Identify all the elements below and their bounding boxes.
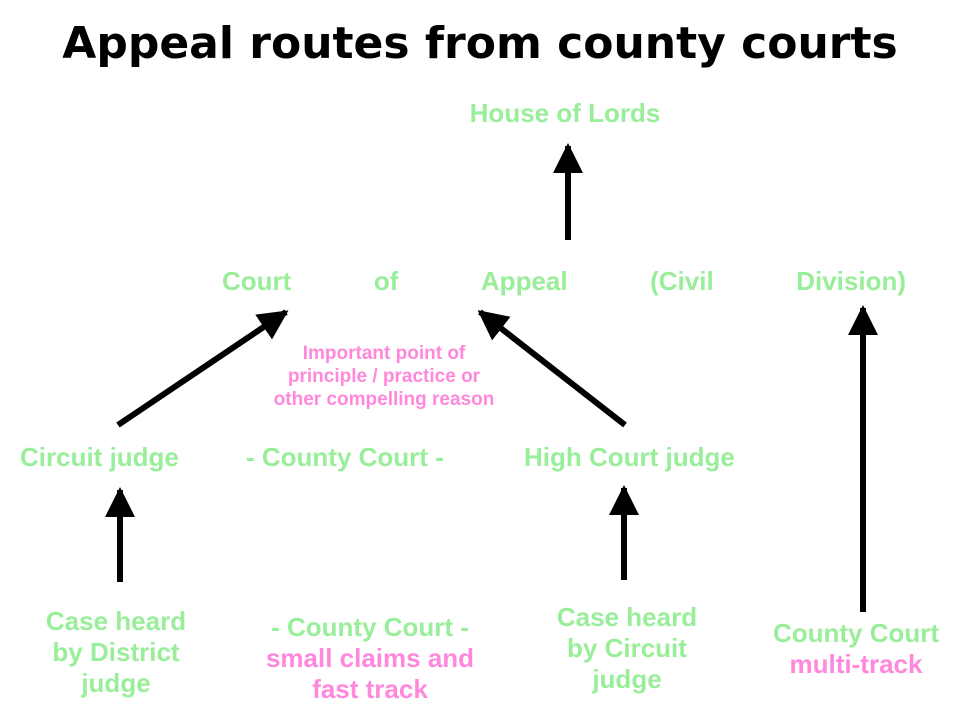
county-multi-track-label: County Court multi-track bbox=[772, 618, 940, 680]
coa-word: Appeal bbox=[480, 266, 568, 296]
county-court-label: - County Court - bbox=[246, 442, 444, 472]
diagram-title: Appeal routes from county courts bbox=[62, 18, 898, 69]
arrow-highcourt-to-coa bbox=[477, 309, 627, 428]
county-small-claims-label: - County Court - small claims and fast t… bbox=[265, 612, 475, 705]
case-district-label: Case heard by District judge bbox=[45, 606, 187, 699]
important-point-note: Important point of principle / practice … bbox=[273, 343, 495, 410]
coa-word: of bbox=[373, 266, 399, 296]
house-of-lords-label: House of Lords bbox=[469, 98, 661, 128]
arrow-circuit-to-coa bbox=[116, 309, 289, 428]
coa-word: Division) bbox=[796, 266, 906, 296]
court-of-appeal-label: Court of Appeal (Civil Division) bbox=[222, 266, 906, 297]
coa-word: Court bbox=[222, 266, 292, 296]
high-court-judge-label: High Court judge bbox=[524, 442, 735, 472]
coa-word: (Civil bbox=[650, 266, 714, 296]
case-circuit-label: Case heard by Circuit judge bbox=[556, 602, 698, 695]
circuit-judge-label: Circuit judge bbox=[20, 442, 179, 472]
